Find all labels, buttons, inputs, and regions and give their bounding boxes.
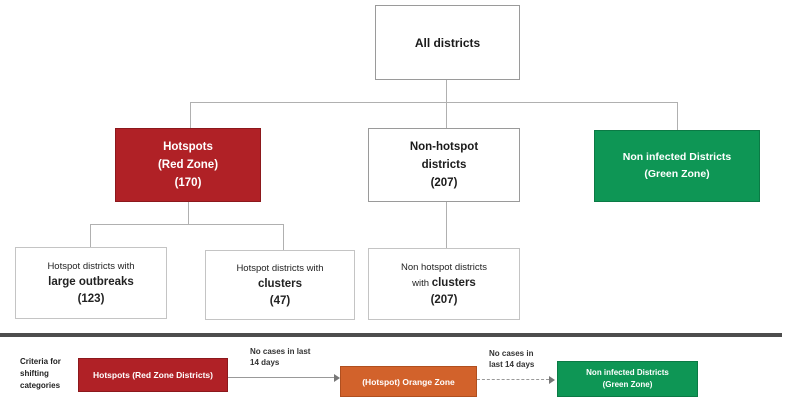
- clusters-count: (47): [269, 294, 291, 307]
- large-outbreaks-line2: large outbreaks: [48, 275, 134, 288]
- non-hotspot-clusters-line1: Non hotspot districts: [400, 261, 488, 273]
- flow-orange-zone-box: (Hotspot) Orange Zone: [340, 366, 477, 397]
- non-hotspot-clusters-line2: with clusters: [412, 275, 476, 292]
- connector-level3-horizontal: [90, 224, 283, 225]
- arrow1-line: [228, 377, 334, 378]
- all-districts-label: All districts: [414, 35, 481, 50]
- arrow2-label-line2: last 14 days: [489, 360, 535, 369]
- arrow2-label: No cases in last 14 days: [489, 348, 534, 370]
- arrow1-label: No cases in last 14 days: [250, 346, 310, 368]
- flow-red-zone-label: Hotspots (Red Zone Districts): [93, 370, 213, 380]
- non-infected-line1: Non infected Districts: [622, 151, 732, 163]
- arrow1-head-icon: [334, 374, 340, 382]
- section-divider: [0, 333, 782, 337]
- connector-to-large-outbreaks: [90, 224, 91, 247]
- non-hotspot-count: (207): [430, 177, 458, 189]
- arrow1-label-line1: No cases in last: [250, 347, 311, 356]
- caption-line3: categories: [20, 381, 61, 390]
- non-hotspot-line1: Non-hotspot: [409, 141, 479, 153]
- all-districts-box: All districts: [375, 5, 520, 80]
- flow-green-zone-line1: Non infected Districts: [586, 368, 669, 377]
- large-outbreaks-count: (123): [77, 292, 105, 305]
- caption-line1: Criteria for: [20, 357, 61, 366]
- clusters-box: Hotspot districts with clusters (47): [205, 250, 355, 320]
- arrow1-label-line2: 14 days: [250, 358, 280, 367]
- non-hotspot-clusters-count: (207): [430, 293, 458, 306]
- connector-to-clusters: [283, 224, 284, 250]
- clusters-line1: Hotspot districts with: [236, 262, 324, 274]
- flow-red-zone-box: Hotspots (Red Zone Districts): [78, 358, 228, 392]
- hotspots-line2: (Red Zone): [157, 159, 219, 171]
- non-hotspot-line2: districts: [421, 159, 467, 171]
- arrow2-line: [477, 379, 549, 381]
- connector-to-non-infected: [677, 102, 678, 130]
- non-hotspot-clusters-line2-prefix: with: [412, 277, 432, 289]
- connector-root-down: [446, 80, 447, 102]
- flow-green-zone-box: Non infected Districts (Green Zone): [557, 361, 698, 397]
- arrow2-label-line1: No cases in: [489, 349, 534, 358]
- clusters-line2: clusters: [257, 277, 303, 290]
- hotspots-red-zone-box: Hotspots (Red Zone) (170): [115, 128, 261, 202]
- flow-green-zone-line2: (Green Zone): [602, 380, 653, 389]
- non-hotspot-clusters-box: Non hotspot districts with clusters (207…: [368, 248, 520, 320]
- shifting-criteria-caption: Criteria for shifting categories: [20, 356, 76, 392]
- large-outbreaks-box: Hotspot districts with large outbreaks (…: [15, 247, 167, 319]
- hotspots-count: (170): [174, 177, 202, 189]
- non-hotspot-districts-box: Non-hotspot districts (207): [368, 128, 520, 202]
- large-outbreaks-line1: Hotspot districts with: [47, 260, 135, 272]
- non-infected-line2: (Green Zone): [644, 168, 710, 180]
- connector-level2-horizontal: [190, 102, 677, 103]
- connector-to-non-hotspot: [446, 102, 447, 128]
- arrow2-head-icon: [549, 376, 555, 384]
- connector-hotspots-down: [188, 202, 189, 224]
- connector-to-hotspots: [190, 102, 191, 128]
- caption-line2: shifting: [20, 369, 49, 378]
- connector-to-non-hotspot-clusters: [446, 202, 447, 248]
- hotspots-line1: Hotspots: [163, 141, 213, 153]
- non-infected-districts-box: Non infected Districts (Green Zone): [594, 130, 760, 202]
- non-hotspot-clusters-line2-bold: clusters: [431, 276, 476, 289]
- flow-orange-zone-label: (Hotspot) Orange Zone: [362, 376, 455, 387]
